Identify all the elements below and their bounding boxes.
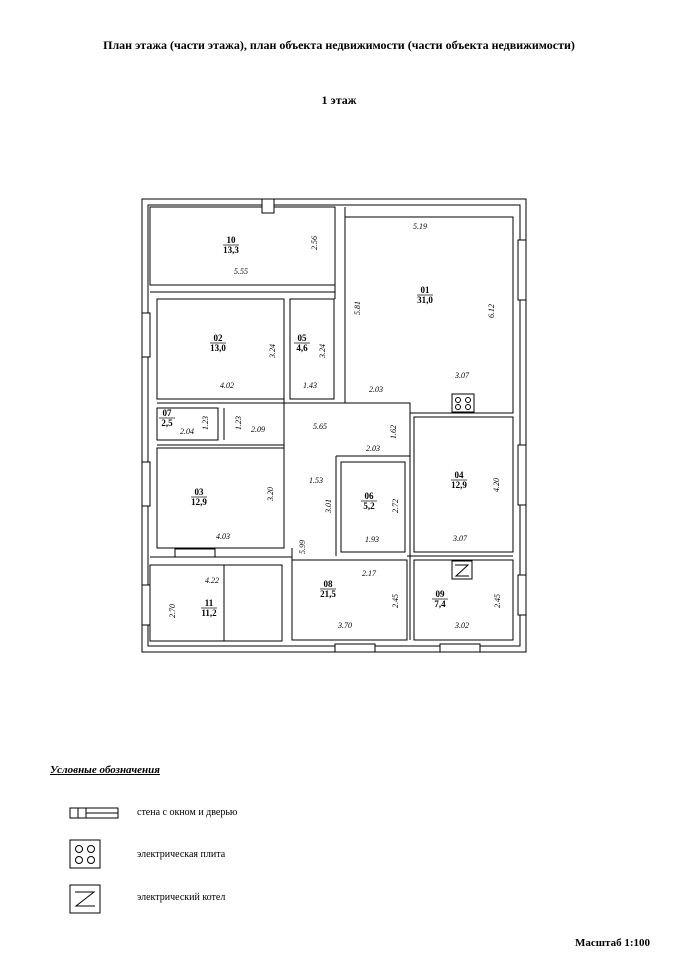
room-area: 31,0 — [417, 295, 433, 305]
legend-label-wall: стена с окном и дверью — [137, 807, 238, 818]
room-number: 02 — [214, 333, 224, 343]
window-mark — [517, 574, 527, 616]
electric-boiler-icon — [451, 560, 473, 580]
dimension-label: 1.93 — [365, 535, 379, 544]
room-09-outline — [413, 559, 514, 641]
window-mark — [517, 239, 527, 301]
room-number: 05 — [298, 333, 308, 343]
room-area: 12,9 — [451, 480, 467, 490]
dimension-label: 2.70 — [168, 604, 177, 618]
dimension-label: 5.19 — [413, 222, 427, 231]
window-mark — [174, 548, 216, 558]
legend-label-boiler: электрический котел — [137, 892, 226, 903]
room-area: 13,0 — [210, 343, 226, 353]
dimension-label: 1.62 — [389, 425, 398, 439]
dimension-label: 4.22 — [205, 576, 219, 585]
room-number: 09 — [436, 589, 446, 599]
dimension-label: 2.03 — [366, 444, 380, 453]
room-number: 03 — [195, 487, 205, 497]
room-05-outline — [289, 298, 335, 400]
dimension-label: 5.55 — [234, 267, 248, 276]
dimension-label: 1.53 — [309, 476, 323, 485]
room-area: 11,2 — [201, 608, 217, 618]
dimension-label: 1.23 — [201, 416, 210, 430]
room-area: 2,5 — [161, 418, 173, 428]
legend-stove-icon — [69, 839, 101, 869]
dimension-label: 2.72 — [391, 499, 400, 513]
dimension-label: 3.01 — [324, 499, 333, 514]
dimension-label: 2.17 — [362, 569, 377, 578]
legend-label-stove: электрическая плита — [137, 849, 226, 860]
room-number: 04 — [455, 470, 465, 480]
dimension-label: 6.12 — [487, 304, 496, 318]
room-area: 5,2 — [363, 501, 375, 511]
dimension-label: 3.24 — [268, 344, 277, 359]
window-mark — [334, 643, 376, 653]
room-number: 11 — [205, 598, 214, 608]
dimension-label: 2.03 — [369, 385, 383, 394]
dimension-label: 3.20 — [266, 487, 275, 502]
room-area: 4,6 — [296, 343, 308, 353]
dimension-label: 3.02 — [454, 621, 469, 630]
dimension-label: 3.07 — [454, 371, 470, 380]
window-mark — [517, 444, 527, 506]
room-area: 21,5 — [320, 589, 336, 599]
dimension-label: 1.43 — [303, 381, 317, 390]
window-mark — [261, 198, 275, 214]
dimension-label: 5.65 — [313, 422, 327, 431]
wall-window-door-icon — [69, 807, 119, 819]
room-area: 7,4 — [434, 599, 446, 609]
dimension-label: 4.03 — [216, 532, 230, 541]
legend-title: Условные обозначения — [50, 764, 160, 776]
page-title: План этажа (части этажа), план объекта н… — [103, 38, 575, 52]
legend-boiler-icon — [69, 884, 101, 914]
outer-wall — [141, 198, 527, 653]
dimension-label: 3.24 — [318, 344, 327, 359]
window-mark — [439, 643, 481, 653]
room-number: 01 — [421, 285, 431, 295]
scale-label: Масштаб 1:100 — [574, 937, 650, 949]
room-04-outline — [413, 416, 514, 553]
room-number: 10 — [227, 235, 237, 245]
dimension-label: 3.70 — [337, 621, 352, 630]
room-area: 13,3 — [223, 245, 239, 255]
dimension-label: 2.56 — [310, 236, 319, 250]
dimension-label: 3.07 — [452, 534, 468, 543]
dimension-label: 5.81 — [353, 301, 362, 315]
dimension-label: 4.02 — [220, 381, 234, 390]
dimension-label: 4.20 — [492, 478, 501, 492]
dimension-label: 2.09 — [251, 425, 265, 434]
electric-stove-icon — [451, 393, 475, 413]
room-area: 12,9 — [191, 497, 207, 507]
dimension-label: 2.04 — [180, 427, 194, 436]
room-number: 07 — [163, 408, 173, 418]
window-mark — [141, 312, 151, 358]
room-number: 08 — [324, 579, 334, 589]
room-06-outline — [340, 461, 406, 553]
dimension-label: 2.45 — [391, 594, 400, 608]
outer-wall-inner — [147, 204, 521, 647]
window-mark — [141, 584, 151, 626]
dimension-label: 5.99 — [298, 540, 307, 554]
dimension-label: 1.23 — [234, 416, 243, 430]
room-number: 06 — [365, 491, 375, 501]
dimension-label: 2.45 — [493, 594, 502, 608]
window-mark — [141, 461, 151, 507]
floor-label: 1 этаж — [321, 93, 357, 107]
